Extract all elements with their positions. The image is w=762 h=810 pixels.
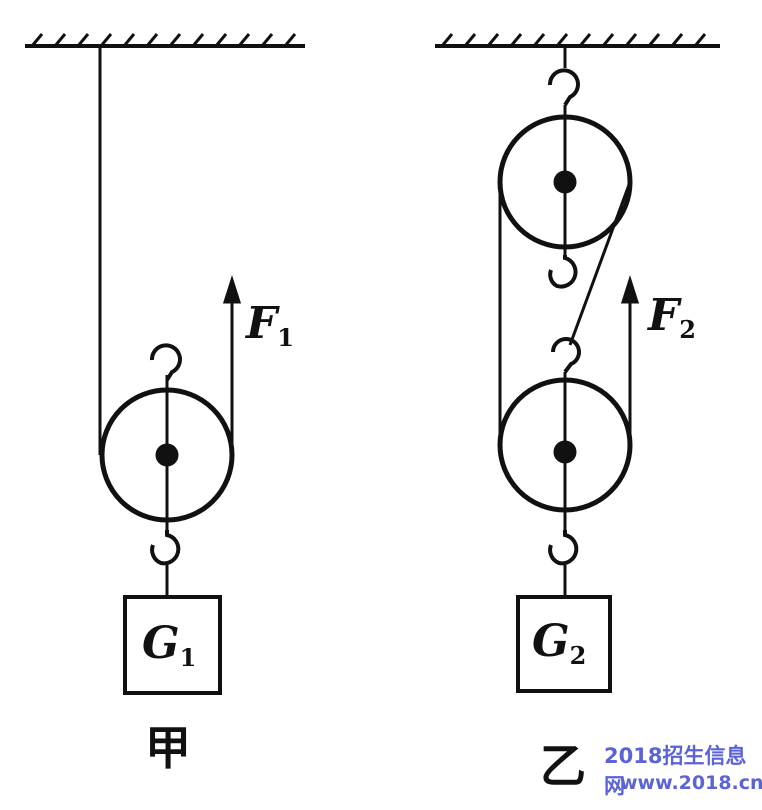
right-mid-hook [548, 255, 578, 289]
left-rope [98, 46, 234, 455]
right-bottom-hook [548, 530, 579, 566]
left-weight-label: G1 [142, 618, 197, 672]
right-caption: 乙 [540, 739, 586, 793]
left-top-hook [149, 343, 182, 382]
left-force-arrow [222, 275, 242, 304]
right-ceiling-hook [547, 68, 580, 107]
left-caption: 甲 [145, 721, 191, 775]
right-weight-box [516, 595, 612, 693]
left-bottom-hook [150, 530, 181, 566]
right-lower-top-hook [551, 337, 581, 374]
right-force-label: F2 [648, 290, 696, 344]
left-weight-box [123, 595, 222, 695]
right-rope [498, 181, 632, 445]
right-ceiling [435, 33, 720, 48]
right-force-arrow [620, 275, 640, 304]
watermark-url: www.2018.cn [620, 772, 762, 794]
right-weight-label: G2 [532, 616, 587, 670]
left-ceiling [25, 33, 305, 48]
left-force-label: F1 [246, 298, 294, 352]
watermark-title: 2018招生信息网 [604, 744, 747, 798]
